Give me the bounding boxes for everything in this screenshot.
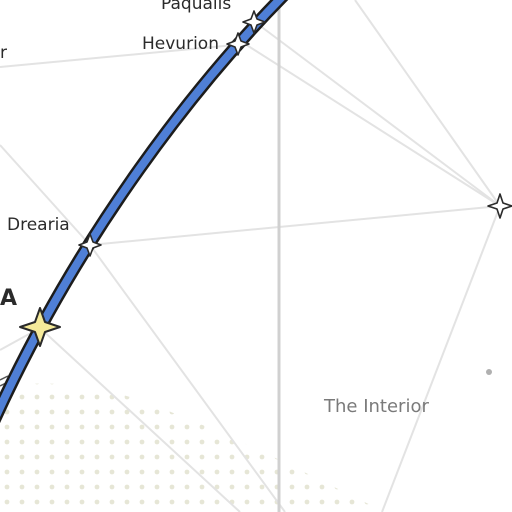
four-point-star-icon (242, 10, 266, 34)
four-point-star-icon (78, 233, 102, 257)
city-marker-drearia[interactable] (78, 233, 102, 257)
route[interactable] (0, 0, 289, 425)
capital-label-partial[interactable]: A (0, 286, 18, 311)
city-marker-hevurion[interactable] (226, 32, 250, 56)
connection-line (244, 43, 501, 207)
connection-line (39, 327, 241, 512)
city-marker-paqualis[interactable] (242, 10, 266, 34)
connection-line (0, 144, 91, 246)
connection-line (354, 0, 501, 207)
connection-line (381, 205, 501, 512)
city-label-paqualis[interactable]: Paqualis (161, 0, 232, 14)
dotted-terrain-area (0, 383, 385, 512)
four-point-star-icon (487, 193, 512, 219)
connection-lines (0, 0, 501, 512)
connection-line (89, 205, 501, 246)
four-point-star-icon (226, 32, 250, 56)
connection-line (0, 43, 246, 68)
city-label-hevurion[interactable]: Hevurion (142, 34, 219, 54)
city-label-partial-left[interactable]: r (0, 43, 7, 63)
city-marker-east[interactable] (487, 193, 512, 219)
capital-marker[interactable] (19, 307, 61, 347)
city-label-drearia[interactable]: Drearia (7, 215, 70, 235)
capital-star-icon (19, 307, 61, 347)
dot-icon (486, 369, 492, 375)
connection-line (89, 244, 286, 512)
region-label: The Interior (324, 396, 429, 417)
connection-line (254, 21, 501, 207)
